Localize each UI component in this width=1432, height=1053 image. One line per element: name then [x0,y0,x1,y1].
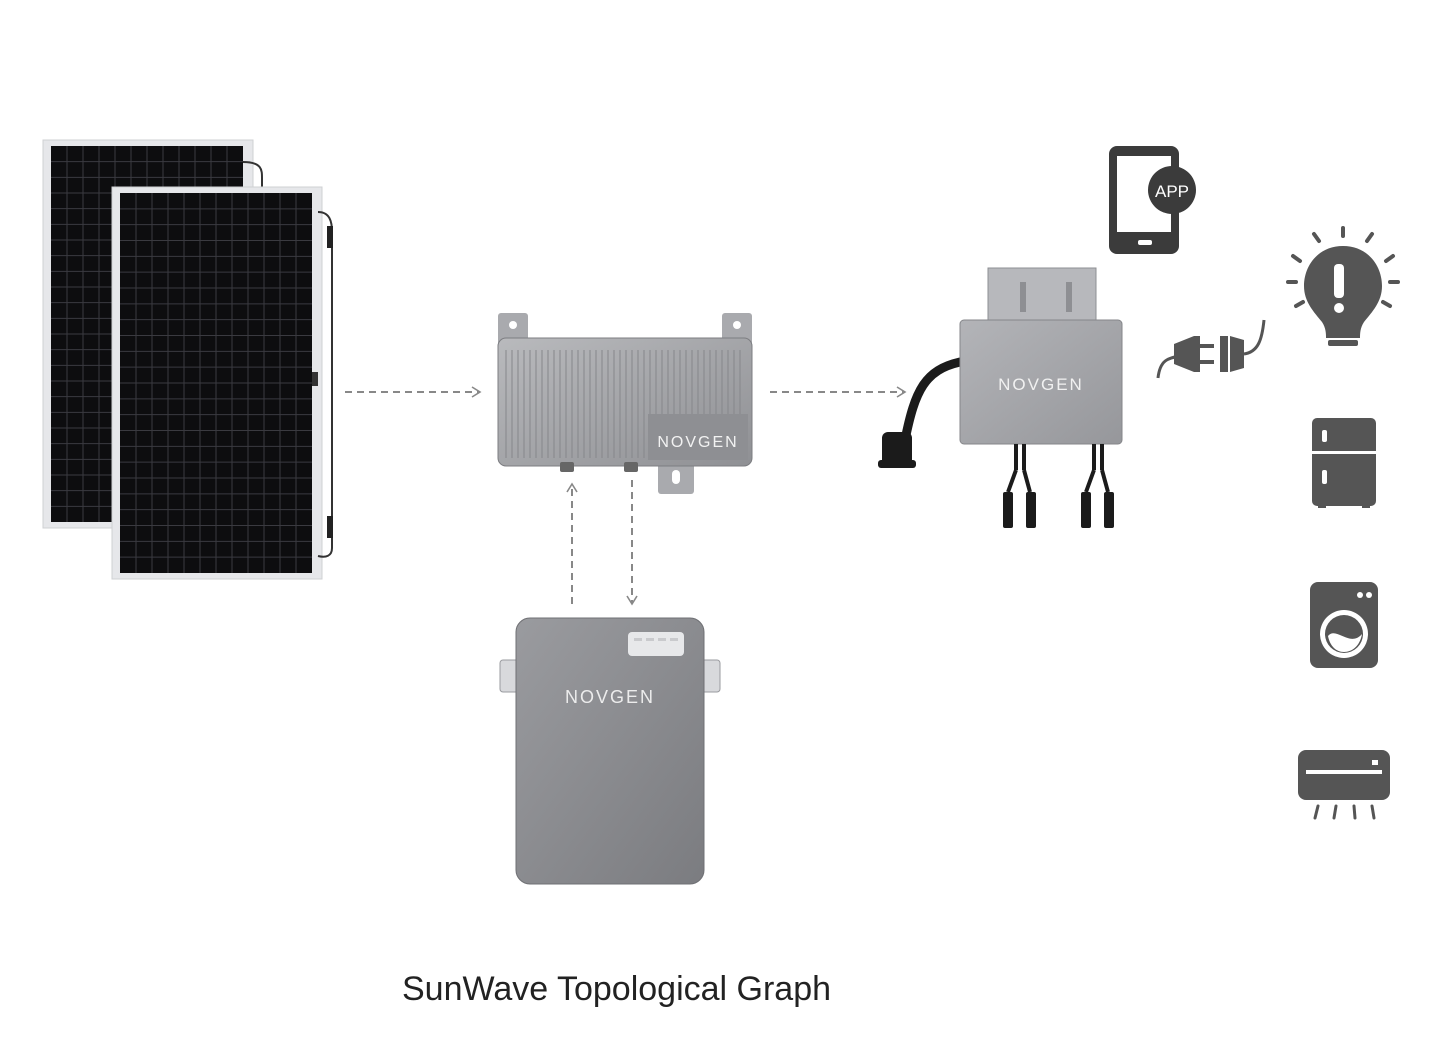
dc-connectors [1003,444,1114,528]
microinverter-brand-label: NOVGEN [998,375,1084,394]
air-conditioner-icon [1298,750,1390,820]
app-label: APP [1155,182,1189,201]
diagram-caption: SunWave Topological Graph [402,970,832,1008]
hub-brand-label: NOVGEN [657,434,738,451]
refrigerator-icon [1312,418,1376,508]
solar-cell-grid [120,193,312,573]
battery-level-leds [634,638,678,641]
light-bulb-icon [1286,226,1400,346]
smartphone-app-icon: APP [1109,146,1196,254]
battery-unit: NOVGEN [499,617,721,885]
microinverter: NOVGEN [878,267,1123,528]
energy-hub: NOVGEN [497,313,753,494]
power-plug-icon [1156,319,1266,379]
washing-machine-icon [1310,582,1378,668]
battery-brand-label: NOVGEN [565,687,655,707]
solar-panel-front [111,186,333,580]
solar-panels [42,139,333,580]
